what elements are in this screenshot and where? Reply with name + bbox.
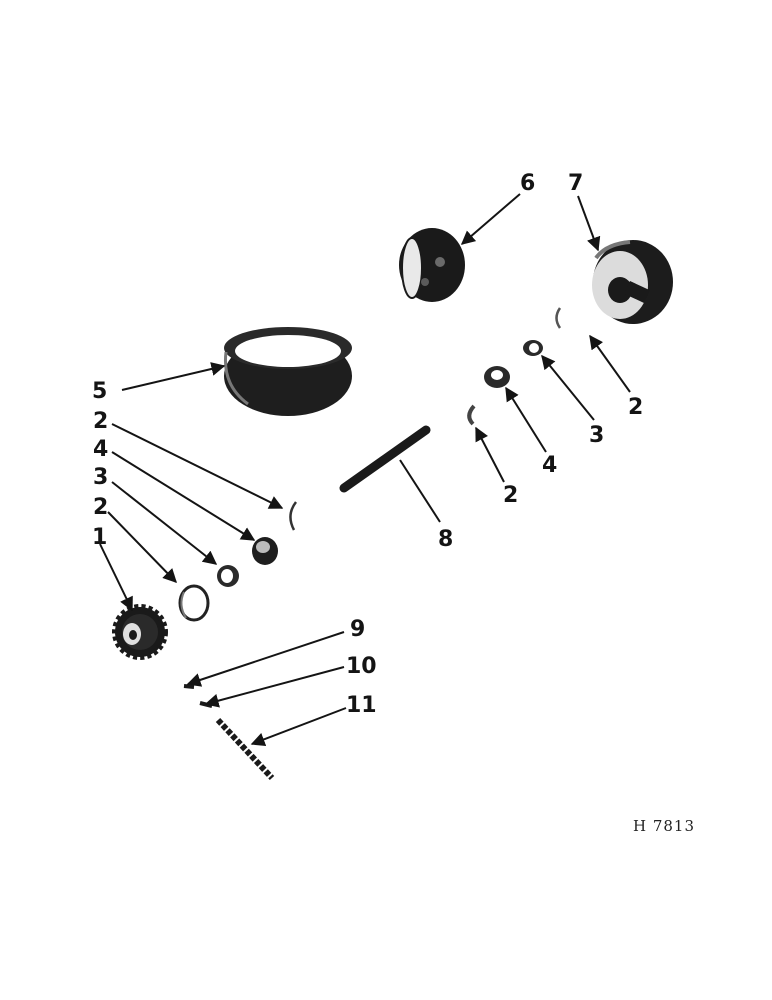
part-2-spacer-right-upper	[555, 307, 562, 329]
figure-id-label: H 7813	[633, 817, 695, 835]
part-11-bolt	[215, 717, 275, 781]
part-7-hub	[592, 240, 673, 324]
part-1-sprocket	[112, 604, 168, 660]
leader-lines	[99, 193, 631, 747]
callout-6: 6	[520, 171, 535, 196]
part-2-spacer-right-lower	[467, 404, 476, 426]
part-3-washer-right	[523, 340, 543, 356]
part-4-bearing-cone-right	[484, 366, 510, 388]
callout-3-left: 3	[93, 465, 108, 490]
part-3-washer-left	[217, 565, 239, 587]
callout-2-lower-left: 2	[93, 495, 108, 520]
callout-7: 7	[568, 171, 583, 196]
part-5-bearing-cup-ring	[223, 327, 352, 416]
callout-4-right: 4	[542, 453, 557, 478]
part-4-bearing-cone-left	[252, 537, 278, 565]
part-9-pin	[183, 684, 195, 689]
callout-2-upper-left: 2	[93, 409, 108, 434]
callout-10: 10	[346, 654, 377, 679]
callout-2-right: 2	[628, 395, 643, 420]
part-2-spacer-left-lower	[178, 584, 210, 622]
callout-11: 11	[346, 693, 377, 718]
callout-4-left: 4	[93, 437, 108, 462]
part-6-seal	[399, 228, 465, 302]
callout-5: 5	[92, 379, 107, 404]
part-8-shaft	[339, 425, 431, 493]
callout-2-center: 2	[503, 483, 518, 508]
callout-9: 9	[350, 617, 365, 642]
callout-3-right: 3	[589, 423, 604, 448]
callout-1: 1	[92, 525, 107, 550]
part-2-spacer-left-upper	[289, 501, 298, 531]
callout-8: 8	[438, 527, 453, 552]
